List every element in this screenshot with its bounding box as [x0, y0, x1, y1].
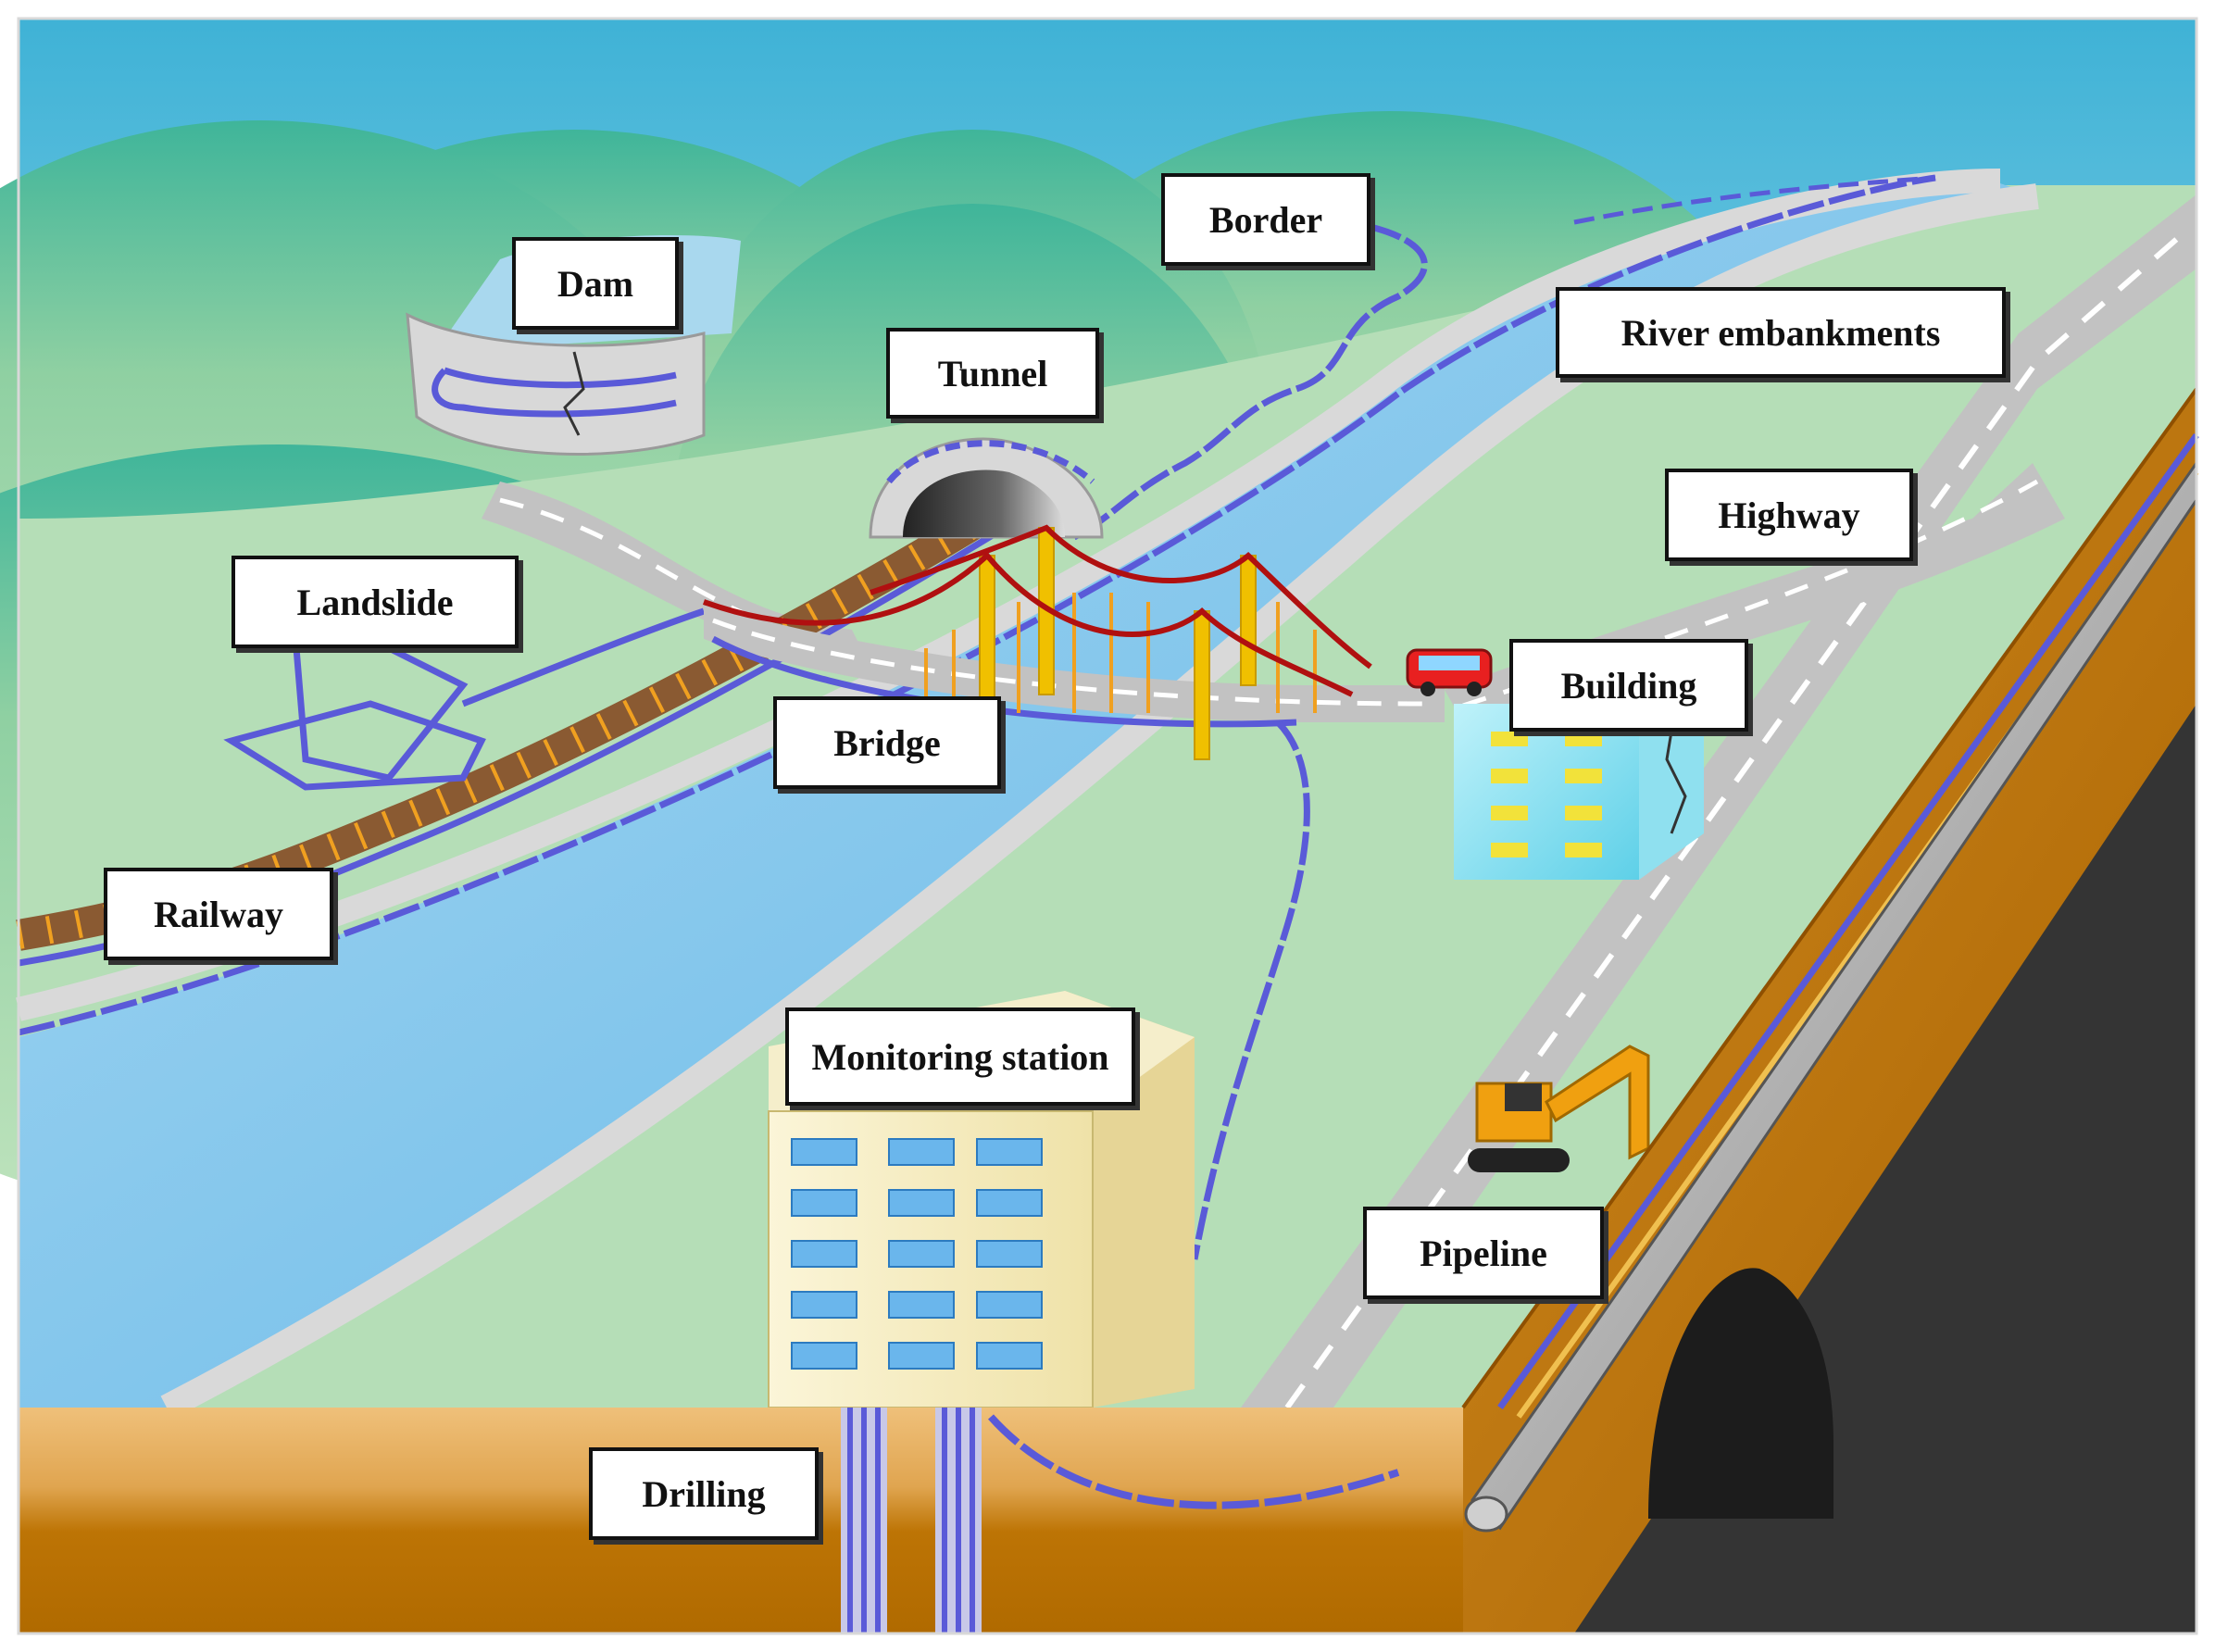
underground-fiber [988, 1414, 1400, 1509]
river-embankment-far [16, 169, 2001, 1021]
borehole-icon [841, 1408, 982, 1633]
label-tunnel: Tunnel [886, 328, 1099, 419]
label-bridge: Bridge [773, 696, 1001, 789]
label-landslide: Landslide [232, 556, 519, 648]
monitoring-building-icon [768, 991, 1195, 1408]
label-monitoring-station: Monitoring station [785, 1007, 1135, 1106]
label-border: Border [1161, 173, 1370, 266]
border-fiber [1072, 223, 1428, 541]
river-embankment-far-fiber [18, 174, 1936, 1036]
fiber-to-station [1191, 720, 1310, 1260]
label-pipeline: Pipeline [1363, 1207, 1604, 1299]
highway-right-centerline [1284, 229, 2187, 1409]
border-fiber-top [1573, 175, 1936, 225]
river [19, 183, 2037, 1408]
car-icon [1406, 648, 1493, 696]
label-river-embankments: River embankments [1556, 287, 2006, 378]
label-drilling: Drilling [589, 1447, 819, 1540]
label-highway: Highway [1665, 469, 1913, 561]
label-building: Building [1509, 639, 1748, 732]
side-tunnel [1648, 1268, 1833, 1519]
side-fiber [1497, 432, 2199, 1410]
label-railway: Railway [104, 868, 333, 960]
label-dam: Dam [512, 237, 679, 330]
excavator-icon [1468, 1045, 1650, 1172]
tunnel-portal-icon [869, 437, 1104, 539]
